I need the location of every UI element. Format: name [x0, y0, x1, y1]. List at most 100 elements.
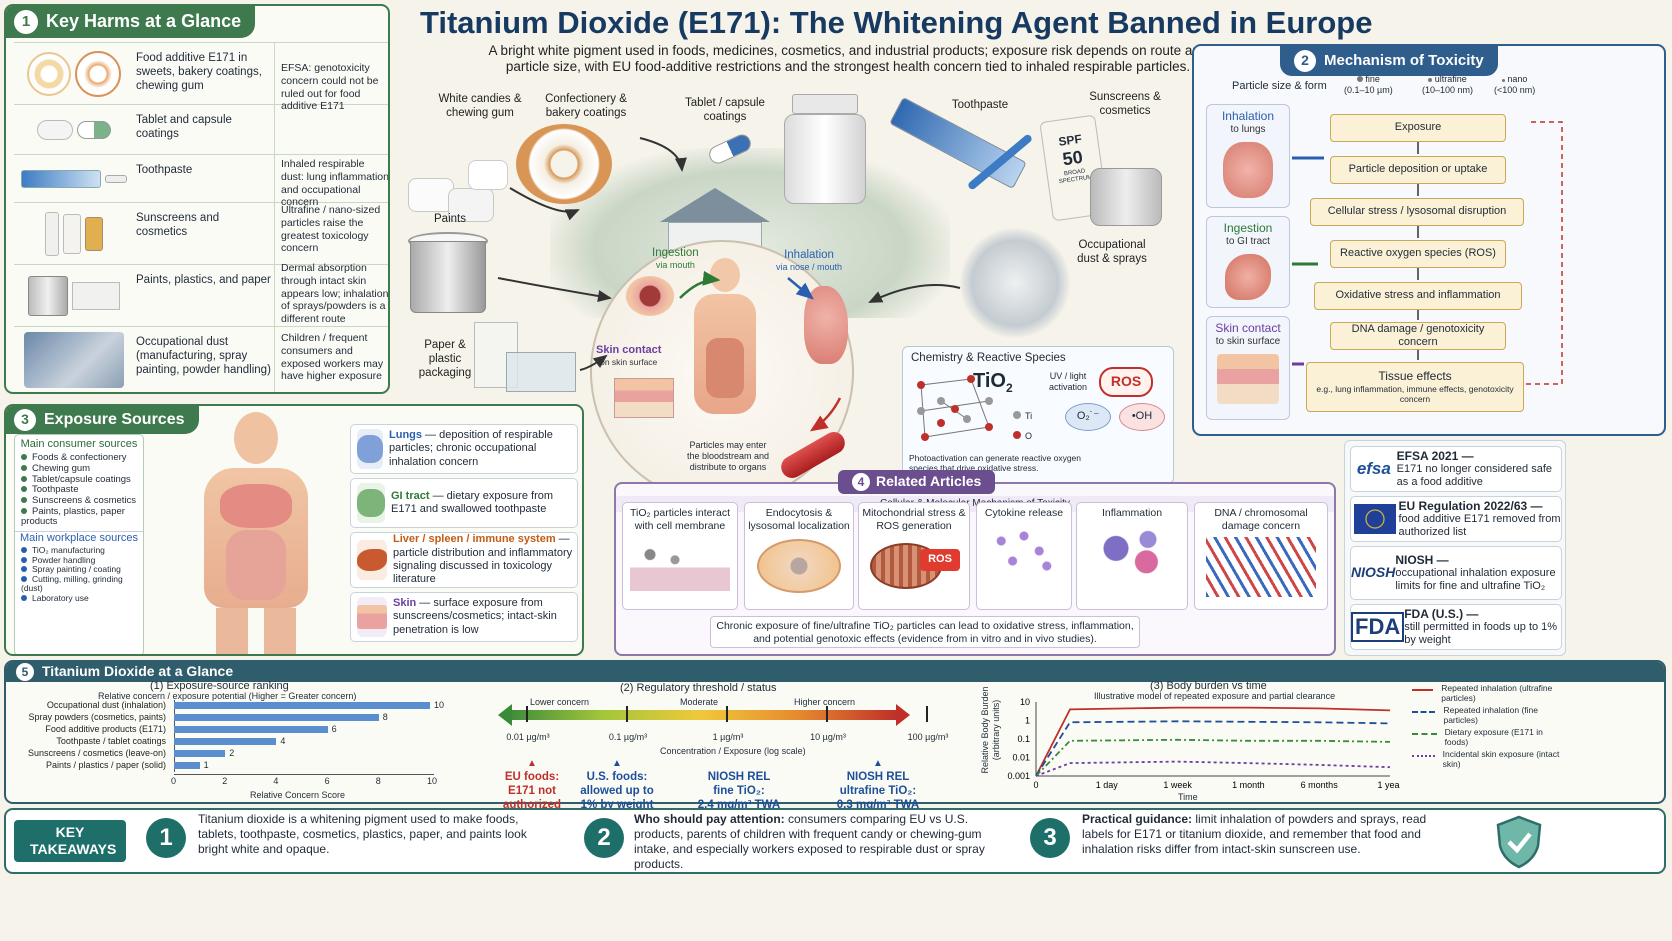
x-tick-label: 1 week: [1163, 780, 1192, 790]
intestine-icon: [357, 483, 385, 523]
size-nano: nano(<100 nm): [1494, 74, 1535, 96]
arrow-right-head: [896, 704, 910, 726]
legend-text: Repeated inhalation (fine particles): [1443, 705, 1538, 725]
o-text: O: [1025, 431, 1033, 441]
threshold-arrow-bar: [506, 710, 896, 720]
harm-note: Ultrafine / nano-sized particles raise t…: [281, 204, 381, 255]
key-harms-heading: Key Harms at a Glance: [46, 11, 242, 32]
mouth-icon: [626, 276, 674, 316]
burden-title: (3) Body burden vs time: [1150, 680, 1267, 692]
tick-label: 4: [273, 776, 279, 786]
mech-step-dna: DNA damage / genotoxicity concern: [1330, 322, 1506, 350]
threshold-tick-label: 0.1 µg/m³: [608, 732, 648, 742]
related-header: 4 Related Articles: [838, 470, 996, 494]
bar: [174, 702, 430, 709]
ros-text: ROS: [928, 552, 952, 565]
organ-name: Lungs: [389, 428, 422, 441]
liver-icon: [357, 540, 387, 580]
glance-heading: Titanium Dioxide at a Glance: [42, 663, 234, 680]
step-label: Cellular stress / lysosomal disruption: [1327, 205, 1507, 218]
uv-activation: UV / light activation: [1048, 371, 1088, 392]
mark-line: E171 not: [508, 785, 556, 798]
superoxide-text: O₂˙⁻: [1076, 410, 1100, 423]
source-text: Foods & confectionery: [32, 452, 127, 464]
step-label: Mitochondrial stress & ROS generation: [862, 507, 966, 532]
step-label: Particle deposition or uptake: [1348, 163, 1488, 176]
o-legend: O: [1013, 431, 1032, 442]
donut-candy-icon: [14, 43, 134, 104]
mech-step-cellular-stress: Cellular stress / lysosomal disruption: [1310, 198, 1524, 226]
takeaway-number: 2: [584, 818, 624, 858]
size-fine: fine(0.1–10 µm): [1344, 74, 1393, 96]
takeaway-number: 3: [1030, 818, 1070, 858]
spray-worker-icon: [960, 228, 1070, 338]
exposure-lungs: Lungs — deposition of respirable particl…: [350, 424, 578, 474]
harm-name: Food additive E171 in sweets, bakery coa…: [136, 52, 262, 93]
paint-can-icon: [14, 265, 134, 326]
harm-row: Occupational dust (manufacturing, spray …: [14, 326, 388, 392]
threshold-tick-label: 100 µg/m³: [907, 732, 949, 742]
bar-label: Food additive products (E171): [45, 724, 166, 734]
tick-label: 8: [375, 776, 381, 786]
route-sub: to skin surface: [1215, 335, 1281, 347]
crystal-lattice-icon: [917, 375, 993, 441]
toothpaste-icon: [14, 155, 134, 202]
formula-sub: 2: [1005, 381, 1013, 395]
takeaway-text: consumers comparing EU vs U.S. products,…: [634, 812, 985, 871]
burden-ylabel: Relative Body Burden (arbitrary units): [980, 686, 1001, 774]
route-name: Inhalation: [1221, 109, 1275, 123]
y-tick-label: 0.001: [1007, 771, 1030, 781]
particle-size-label: Particle size & form: [1232, 80, 1327, 92]
legend-swatch: [1412, 733, 1437, 736]
regulator-name: EFSA 2021 —: [1396, 448, 1474, 463]
bar-value: 1: [203, 760, 209, 770]
size-range: (<100 nm): [1494, 84, 1536, 95]
scene-illustration: White candies & chewing gum Confectioner…: [400, 88, 1180, 504]
harm-notes-column: EFSA: genotoxicity concern could not be …: [274, 42, 388, 392]
moderate: Moderate: [680, 697, 719, 707]
mechanism-header: 2 Mechanism of Toxicity: [1280, 46, 1498, 76]
exposure-skin: Skin — surface exposure from sunscreens/…: [350, 592, 578, 642]
burden-subtitle: Illustrative model of repeated exposure …: [1094, 691, 1336, 701]
cell-step-membrane: TiO₂ particles interact with cell membra…: [622, 502, 738, 610]
candies-icon: [408, 158, 518, 228]
threshold-tick-label: 1 µg/m³: [712, 732, 744, 742]
harm-name: Tablet and capsule coatings: [136, 114, 232, 141]
harm-note: EFSA: genotoxicity concern could not be …: [281, 62, 379, 113]
harm-name: Paints, plastics, and paper: [136, 274, 271, 286]
ranking-subtitle: Relative concern / exposure potential (H…: [98, 691, 357, 701]
superoxide-bubble: O₂˙⁻: [1065, 403, 1111, 431]
y-tick-label: 1: [1025, 716, 1030, 726]
threshold-title: (2) Regulatory threshold / status: [620, 682, 777, 694]
y-tick-label: 0.01: [1012, 753, 1030, 763]
source-text: Cutting, milling, grinding (dust): [21, 573, 123, 594]
size-name: fine: [1365, 74, 1380, 84]
mech-step-ros: Reactive oxygen species (ROS): [1330, 240, 1506, 268]
label-confectionery: Confectionery & bakery coatings: [545, 93, 627, 120]
regulator-text: still permitted in foods up to 1% by wei…: [1404, 621, 1558, 647]
takeaways-label: KEY TAKEAWAYS: [14, 820, 126, 862]
x-tick-label: 0: [1033, 780, 1038, 790]
label-candies: White candies & chewing gum: [438, 93, 522, 120]
bar: [174, 750, 226, 757]
legend-item: Repeated inhalation (ultrafine particles…: [1412, 683, 1562, 703]
label-paper: Paper & plastic packaging: [418, 339, 472, 380]
fda-logo: FDA: [1351, 607, 1405, 647]
step-label: Reactive oxygen species (ROS): [1340, 247, 1496, 260]
section-number: 5: [16, 663, 34, 681]
label-occupational: Occupational dust & sprays: [1077, 239, 1147, 266]
ti-legend: Ti: [1013, 411, 1032, 422]
legend-swatch: [1412, 689, 1434, 691]
chemistry-heading: Chemistry & Reactive Species: [911, 352, 1066, 364]
mechanism-flow-arrows: [1292, 121, 1563, 385]
regulator-eu: EU Regulation 2022/63 —food additive E17…: [1350, 496, 1562, 542]
inhalation-label: Inhalation via nose / mouth: [776, 248, 842, 273]
takeaway-bold: Who should pay attention:: [634, 812, 785, 826]
related-heading: Related Articles: [876, 473, 982, 490]
logo-text: efsa: [1356, 458, 1391, 478]
source-text: Chewing gum: [32, 463, 91, 475]
harm-row: Sunscreens and cosmetics: [14, 202, 388, 264]
